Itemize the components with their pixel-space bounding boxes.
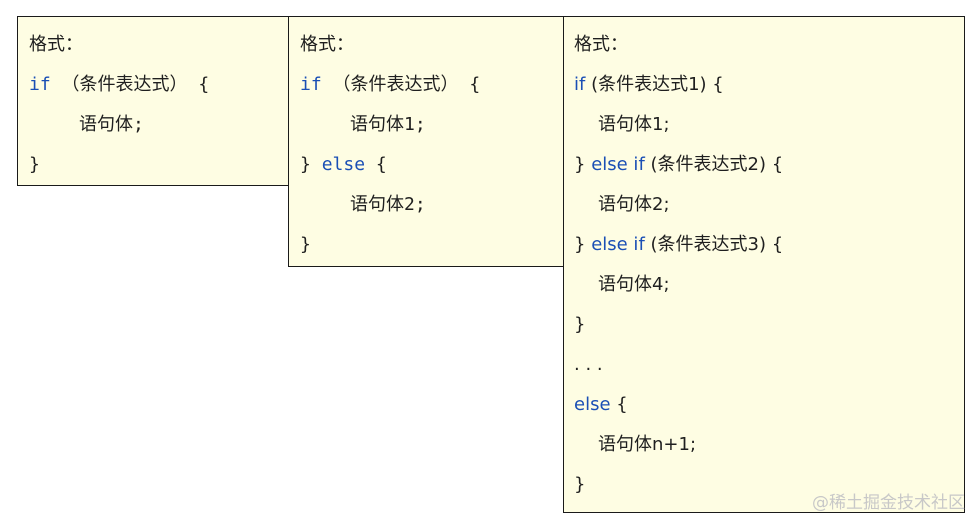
if-line: if (条件表达式1) {: [574, 73, 724, 97]
statement-line-1: 语句体1;: [350, 114, 426, 135]
open-brace: {: [365, 154, 387, 175]
statement-line-2: 语句体2;: [598, 194, 670, 215]
ellipsis: . . .: [574, 354, 603, 375]
condition-text-1: (条件表达式1) {: [585, 74, 724, 95]
if-else-format-box: 格式： if （条件表达式） { 语句体1; } else { 语句体2; }: [288, 16, 565, 267]
if-format-box: 格式： if （条件表达式） { 语句体; }: [17, 16, 290, 186]
statement-line: 语句体;: [79, 114, 144, 135]
statement-line-2: 语句体2;: [350, 194, 426, 215]
final-close-brace-line: }: [574, 474, 586, 495]
close-brace-line: }: [29, 154, 40, 175]
condition-text-3: (条件表达式3) {: [644, 234, 784, 255]
watermark: @稀土掘金技术社区: [812, 493, 965, 513]
if-line: if （条件表达式） {: [29, 73, 209, 97]
format-label: 格式：: [574, 34, 628, 55]
else-if-keyword: else if: [591, 234, 645, 255]
close-brace-line: }: [300, 234, 311, 255]
format-label: 格式：: [300, 34, 354, 55]
statement-line-1: 语句体1;: [598, 114, 670, 135]
else-keyword: else: [321, 154, 366, 175]
else-if-keyword: else if: [591, 154, 645, 175]
else-line: } else {: [300, 153, 387, 177]
if-line: if （条件表达式） {: [300, 73, 480, 97]
statement-line-n-plus-1: 语句体n+1;: [598, 434, 697, 455]
else-if-line-2: } else if (条件表达式3) {: [574, 233, 783, 257]
if-elseif-format-box: 格式： if (条件表达式1) { 语句体1; } else if (条件表达式…: [563, 16, 965, 513]
close-brace: }: [300, 154, 322, 175]
condition-text: （条件表达式） {: [50, 74, 210, 95]
condition-text-2: (条件表达式2) {: [644, 154, 784, 175]
if-keyword: if: [29, 74, 51, 95]
else-keyword: else: [574, 394, 611, 415]
format-label: 格式：: [29, 34, 83, 55]
if-keyword: if: [574, 74, 586, 95]
if-keyword: if: [300, 74, 322, 95]
statement-line-4: 语句体4;: [598, 274, 670, 295]
close-brace-line: }: [574, 314, 586, 335]
close-brace: }: [574, 154, 592, 175]
condition-text: （条件表达式） {: [321, 74, 481, 95]
else-line: else {: [574, 393, 628, 417]
open-brace: {: [610, 394, 628, 415]
close-brace: }: [574, 234, 592, 255]
else-if-line-1: } else if (条件表达式2) {: [574, 153, 783, 177]
